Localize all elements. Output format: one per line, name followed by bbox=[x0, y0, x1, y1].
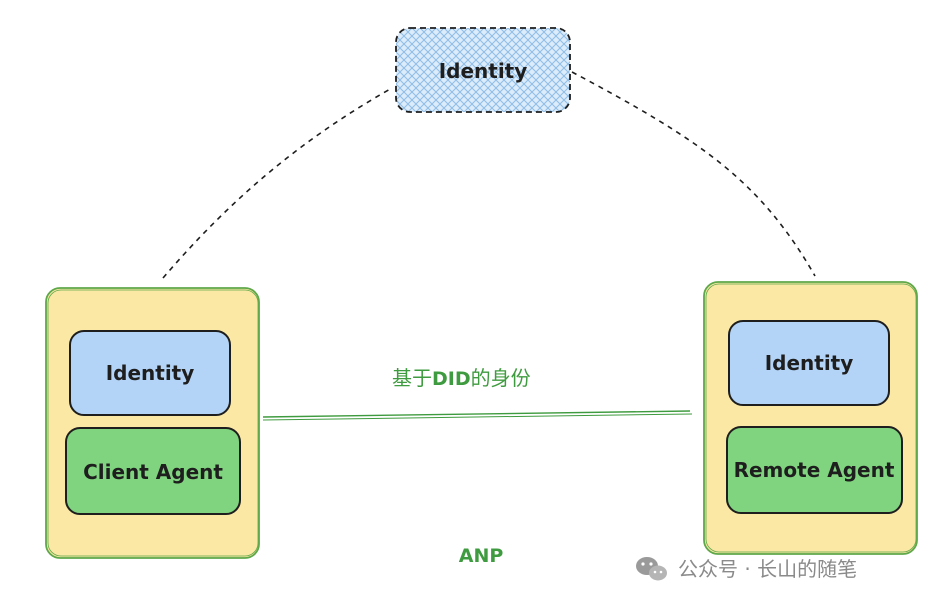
client-agent-label: Client Agent bbox=[83, 460, 223, 484]
top-identity-label: Identity bbox=[439, 59, 528, 83]
client-agent-node: Client Agent bbox=[65, 427, 241, 515]
client-container bbox=[45, 287, 260, 559]
remote-agent-node: Remote Agent bbox=[726, 426, 903, 514]
remote-agent-label: Remote Agent bbox=[734, 458, 895, 482]
did-connection-line bbox=[262, 410, 693, 421]
dashed-link-right bbox=[571, 71, 816, 277]
client-identity-label: Identity bbox=[106, 361, 195, 385]
watermark: 公众号 · 长山的随笔 bbox=[636, 557, 857, 581]
remote-identity-label: Identity bbox=[765, 351, 854, 375]
wechat-icon bbox=[636, 557, 667, 581]
protocol-label: ANP bbox=[459, 545, 504, 567]
remote-identity-node: Identity bbox=[728, 320, 890, 406]
client-identity-node: Identity bbox=[69, 330, 231, 416]
watermark-text: 公众号 · 长山的随笔 bbox=[678, 557, 857, 581]
dashed-link-left bbox=[162, 87, 393, 279]
did-link-label: 基于DID的身份 bbox=[392, 366, 531, 390]
top-identity-node: Identity bbox=[395, 27, 571, 113]
